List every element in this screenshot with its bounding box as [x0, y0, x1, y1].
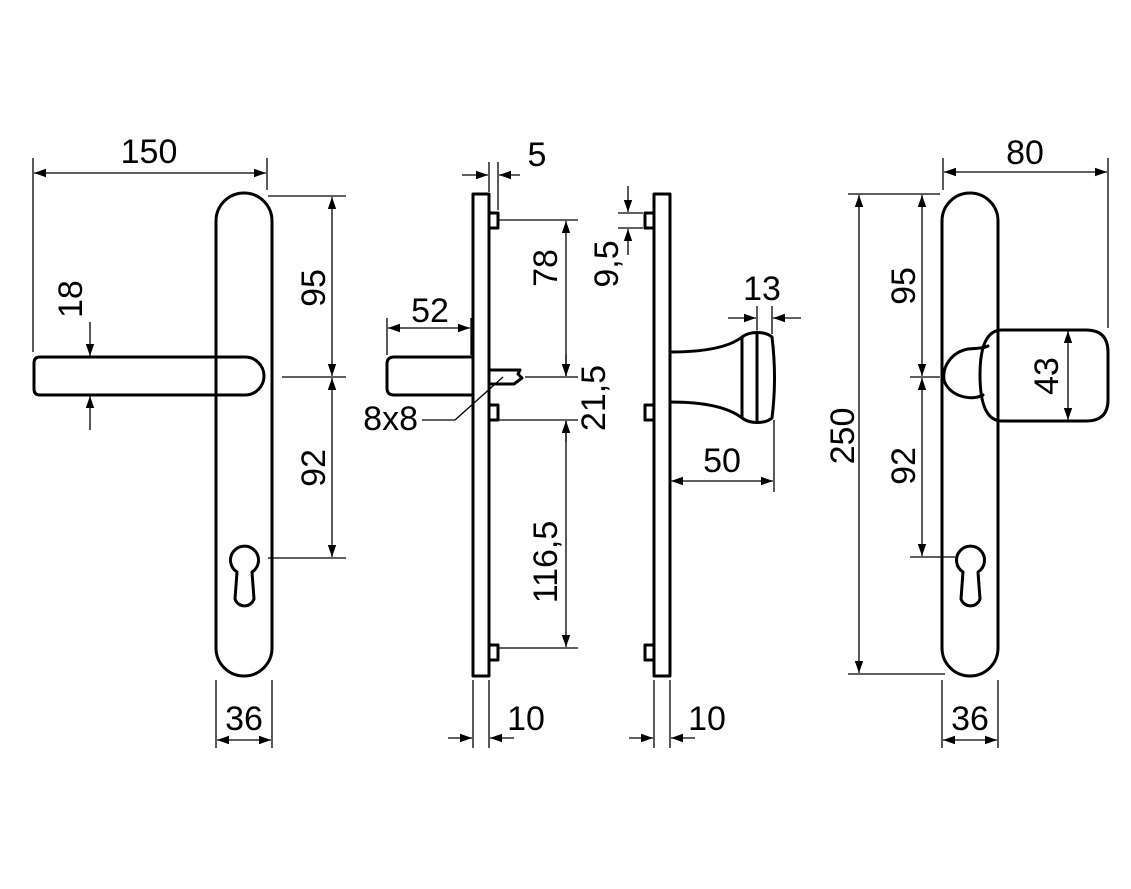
dim-label-92-left: 92: [295, 449, 333, 487]
knob-profile: [668, 331, 776, 424]
pin-bottom-a: [487, 643, 500, 662]
dim-label-8x8: 8x8: [363, 400, 418, 438]
backplate-left: [214, 191, 274, 678]
pin-top-a: [487, 211, 500, 230]
dim-label-92-right: 92: [885, 447, 923, 485]
plate-side-b: [652, 192, 672, 678]
dim-label-50: 50: [703, 442, 741, 480]
plate-side-a: [471, 192, 491, 678]
knob-dimensions: 80 43 250 95 92 36: [824, 134, 1109, 748]
dim-label-78: 78: [527, 249, 565, 287]
dim-label-150: 150: [121, 133, 178, 171]
dim-label-95-left: 95: [295, 269, 333, 307]
spindle: [487, 368, 524, 386]
dim-label-36-left: 36: [225, 700, 263, 738]
dim-label-80: 80: [1006, 134, 1044, 172]
lever-side-view: [385, 192, 524, 678]
lever-stub: [385, 355, 475, 397]
lever-handle-front-view: [32, 191, 274, 678]
backplate-right: [940, 191, 1000, 678]
dim-label-9-5: 9,5: [588, 240, 626, 287]
dim-label-95-right: 95: [885, 267, 923, 305]
pin-top-b: [643, 211, 656, 230]
side-dimensions-b: 9,5 13 50 10: [588, 186, 801, 748]
dim-label-18: 18: [52, 280, 90, 318]
dim-label-116-5: 116,5: [527, 521, 565, 604]
knob-front-view: [940, 191, 1110, 678]
keyhole-right: [955, 544, 986, 608]
knob-neck: [942, 344, 990, 400]
pin-mid-b: [643, 403, 656, 422]
dim-label-43: 43: [1028, 357, 1066, 395]
pin-bottom-b: [643, 643, 656, 662]
dim-label-13: 13: [743, 270, 781, 308]
pin-mid-a: [487, 403, 500, 422]
dim-label-10-b: 10: [688, 700, 726, 738]
lever-arm: [32, 355, 266, 397]
side-dimensions-a: 5 52 8x8 78 21,5 116,5 10: [363, 136, 613, 748]
keyhole-left: [229, 544, 260, 608]
dim-label-10-a: 10: [507, 700, 545, 738]
dim-label-36-right: 36: [951, 700, 989, 738]
dim-label-52: 52: [411, 292, 449, 330]
lever-dimensions: 150 18 36 95 92: [32, 133, 346, 748]
knob-body: [978, 328, 1110, 423]
dim-label-250: 250: [824, 408, 862, 465]
knob-side-view: [643, 192, 776, 678]
dim-label-21-5: 21,5: [575, 365, 613, 431]
dim-label-5: 5: [528, 136, 547, 174]
